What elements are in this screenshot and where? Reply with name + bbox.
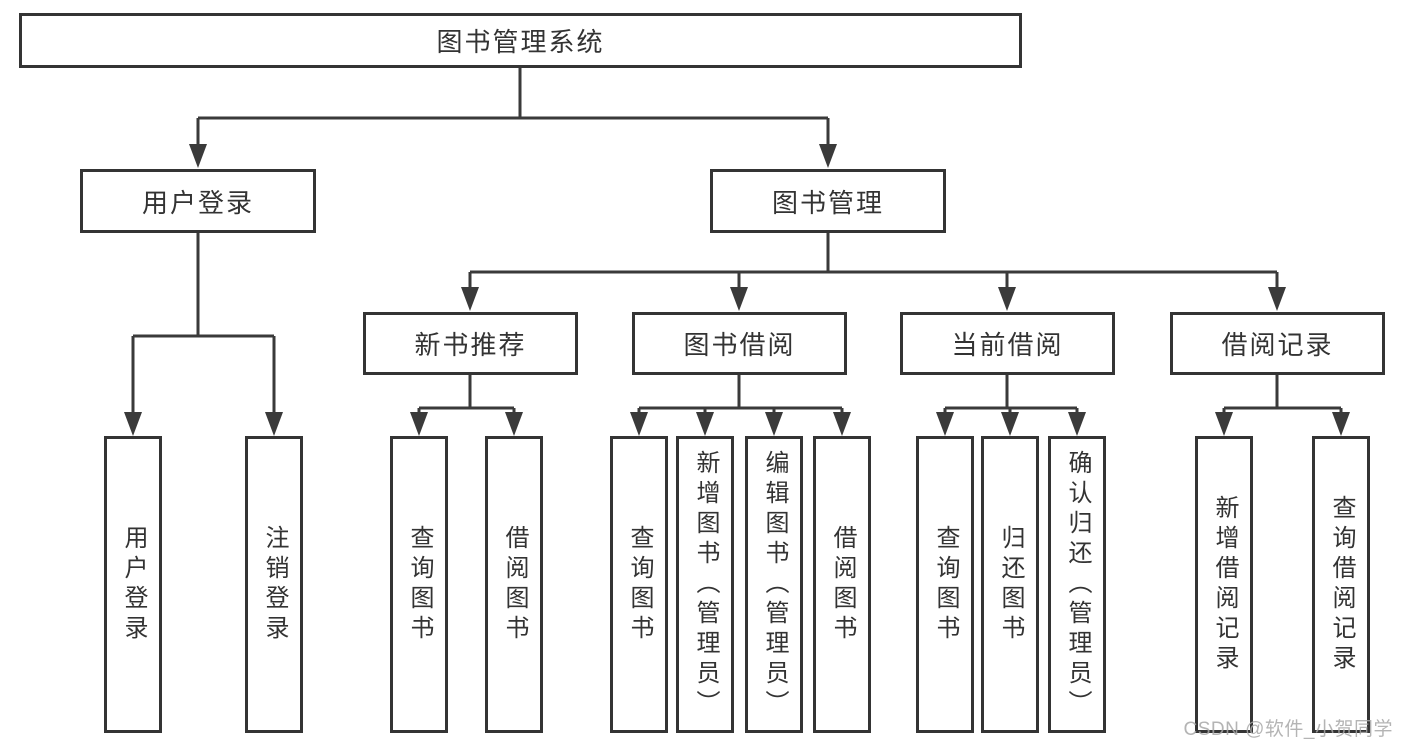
leaf-query-books-recommend: 查询图书 — [390, 436, 448, 733]
node-root: 图书管理系统 — [19, 13, 1022, 68]
connector-root-to-level2 — [196, 68, 830, 150]
leaf-edit-books-admin: 编辑图书（管理员） — [745, 436, 803, 733]
leaf-borrow-books-recommend-label: 借阅图书 — [501, 524, 528, 645]
connector-book-borrow-children — [637, 375, 844, 420]
arrowheads — [124, 144, 1350, 436]
node-user-login: 用户登录 — [80, 169, 316, 233]
connector-user-login-children — [131, 233, 276, 420]
leaf-return-books-label: 归还图书 — [997, 524, 1024, 645]
leaf-query-books-recommend-label: 查询图书 — [406, 524, 433, 645]
leaf-query-books-borrow: 查询图书 — [610, 436, 668, 733]
node-book-mgmt: 图书管理 — [710, 169, 946, 233]
connector-borrow-records-children — [1222, 375, 1343, 420]
leaf-query-borrow-record-label: 查询借阅记录 — [1328, 494, 1355, 675]
node-new-book-recommend: 新书推荐 — [363, 312, 578, 375]
leaf-borrow-books-recommend: 借阅图书 — [485, 436, 543, 733]
leaf-return-books: 归还图书 — [981, 436, 1039, 733]
leaf-query-books-current-label: 查询图书 — [932, 524, 959, 645]
connector-new-book-children — [417, 375, 516, 420]
leaf-add-borrow-record: 新增借阅记录 — [1195, 436, 1253, 733]
leaf-query-books-current: 查询图书 — [916, 436, 974, 733]
leaf-user-login-label: 用户登录 — [120, 524, 147, 645]
leaf-edit-books-admin-label: 编辑图书（管理员） — [761, 449, 788, 720]
leaf-add-borrow-record-label: 新增借阅记录 — [1211, 494, 1238, 675]
leaf-borrow-books-label: 借阅图书 — [829, 524, 856, 645]
leaf-query-borrow-record: 查询借阅记录 — [1312, 436, 1370, 733]
leaf-logout: 注销登录 — [245, 436, 303, 733]
leaf-confirm-return-admin: 确认归还（管理员） — [1048, 436, 1106, 733]
leaf-logout-label: 注销登录 — [261, 524, 288, 645]
leaf-borrow-books: 借阅图书 — [813, 436, 871, 733]
connector-book-mgmt-children — [468, 233, 1279, 293]
leaf-user-login: 用户登录 — [104, 436, 162, 733]
leaf-query-books-borrow-label: 查询图书 — [626, 524, 653, 645]
node-borrow-records: 借阅记录 — [1170, 312, 1385, 375]
leaf-confirm-return-admin-label: 确认归还（管理员） — [1064, 449, 1091, 720]
node-book-borrow: 图书借阅 — [632, 312, 847, 375]
leaf-add-books-admin-label: 新增图书（管理员） — [692, 449, 719, 720]
node-current-borrow: 当前借阅 — [900, 312, 1115, 375]
leaf-add-books-admin: 新增图书（管理员） — [676, 436, 734, 733]
